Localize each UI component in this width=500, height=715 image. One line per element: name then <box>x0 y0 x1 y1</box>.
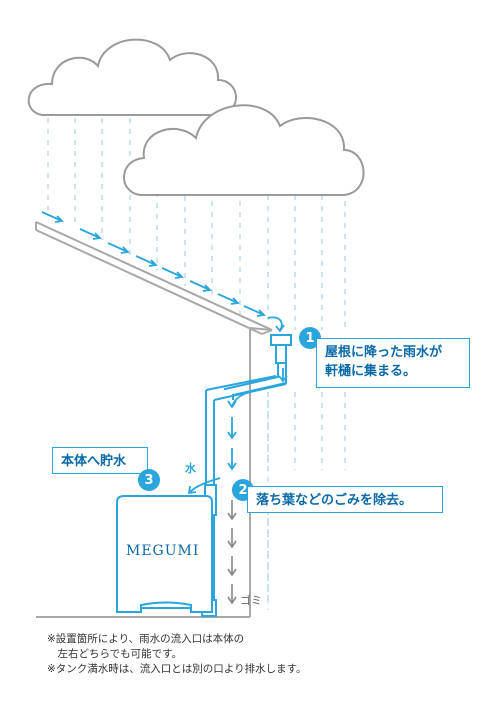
flow-arrow-icon <box>187 368 288 495</box>
step-2-line1: 落ち葉などのごみを除去。 <box>256 493 413 508</box>
step-3-line1: 本体へ貯水 <box>61 454 127 469</box>
rain-lines <box>47 118 346 610</box>
step-number: 3 <box>144 472 154 488</box>
tank-brand: MEGUMI <box>126 543 200 559</box>
gutter-icon <box>270 334 292 364</box>
step-number: 1 <box>305 330 315 346</box>
footnote-line: ※タンク満水時は、流入口とは別の口より排水します。 <box>47 663 307 675</box>
step-1-line2: 軒樋に集まる。 <box>325 364 417 379</box>
water-label: 水 <box>185 462 196 475</box>
step-1-line1: 屋根に降った雨水が <box>325 345 443 360</box>
flow-arrow-icon <box>41 211 285 333</box>
roof <box>35 221 273 335</box>
cloud-icon <box>123 104 365 196</box>
step-number: 2 <box>238 482 248 498</box>
step-3-badge: 3 <box>138 469 160 491</box>
footnotes: ※設置箇所により、雨水の流入口は本体の 左右どちらでも可能です。 ※タンク満水時… <box>47 632 307 677</box>
footnote-line: 左右どちらでも可能です。 <box>47 648 183 660</box>
step-1-callout: 屋根に降った雨水が 軒樋に集まる。 <box>316 338 470 388</box>
step-3-callout: 本体へ貯水 <box>52 447 148 474</box>
trash-label: ゴミ <box>240 594 262 607</box>
step-1-badge: 1 <box>299 327 321 349</box>
step-2-callout: 落ち葉などのごみを除去。 <box>247 486 443 513</box>
debris-arrows <box>227 500 237 605</box>
footnote-line: ※設置箇所により、雨水の流入口は本体の <box>47 633 245 645</box>
cloud-icon <box>27 38 237 116</box>
tank-icon <box>116 495 213 613</box>
